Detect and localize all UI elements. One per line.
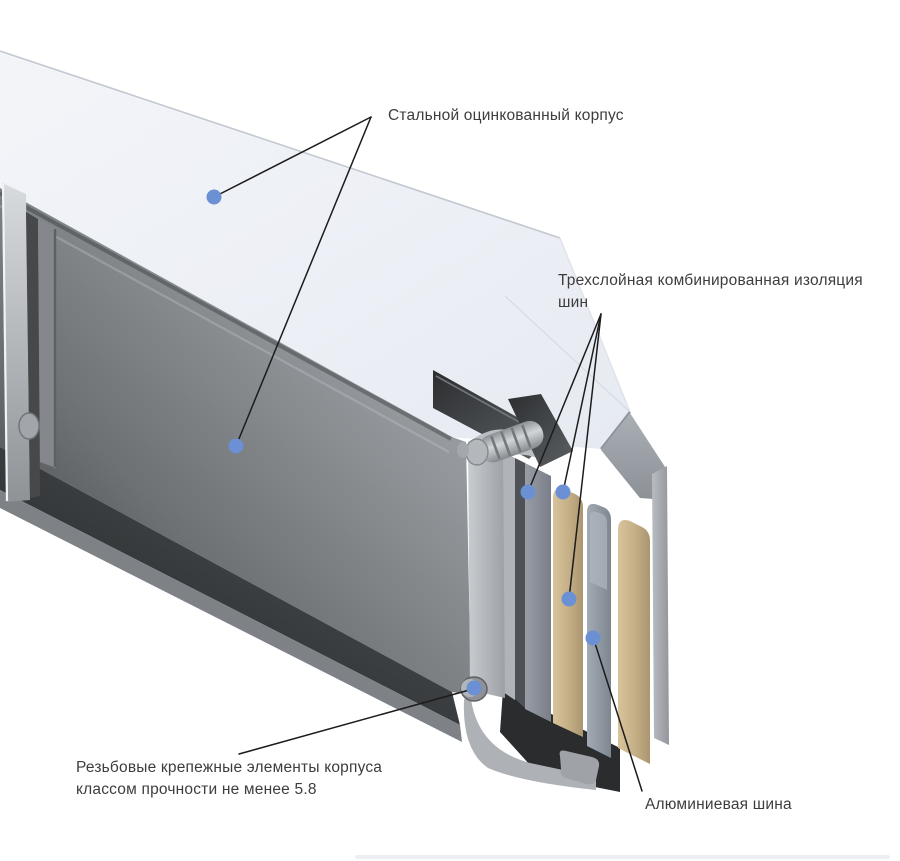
clamp-bolt-tip [457,442,469,458]
leader-busbar [593,639,643,792]
callout-dot-wall [228,438,244,454]
label-fasteners: Резьбовые крепежные элементы корпуса кла… [76,759,383,798]
housing-fold-bottom-curve [463,690,596,790]
end-frame-highlight [1,183,9,502]
section-light-plate [503,452,515,700]
aluminum-highlight [590,511,607,590]
bottom-artifact [355,855,890,859]
section-far-top-face [601,413,667,500]
cover-cut-edge [559,237,631,413]
section-far-wall [652,466,669,745]
housing-fold [468,441,505,698]
label-aluminum-busbar: Алюминиевая шина [645,796,792,813]
leader-fasteners [238,688,474,755]
cover-far-edge [0,50,561,239]
leader-housing-2 [235,116,372,447]
cross-section [433,370,669,792]
callout-lines [213,116,643,792]
section-shadow-gap [515,458,525,708]
callout-dot-busbar [585,630,601,646]
end-frame-bolt [18,412,40,440]
leader-insulation-2 [562,313,602,493]
wall-top-highlight [0,205,450,453]
insulation-layer-middle [553,489,583,737]
busway-bottom-flange [0,447,462,742]
label-steel-housing: Стальной оцинкованный корпус [388,107,624,124]
bottom-tab [559,750,600,785]
wall-top-shadow [0,191,452,441]
left-end-frame [1,183,57,502]
callout-dot-insulation-1 [520,484,536,500]
insulation-layer-rear [618,520,650,764]
callout-dots [206,189,601,696]
section-gray-plate [525,463,551,722]
leader-housing-1 [213,116,372,198]
callout-dot-fastener [466,680,482,696]
leader-insulation-1 [527,313,602,493]
leader-insulation-3 [568,313,602,600]
label-bus-insulation: Трехслойная комбинированная изоляция шин [558,272,863,311]
callout-dot-insulation-3 [561,591,577,607]
cover-flap-lip-edge [600,411,631,450]
cover-flap-crease [504,295,630,412]
callout-dot-insulation-2 [555,484,571,500]
callout-dot-cover [206,189,222,205]
clamp-bolt-head [465,438,489,466]
clamp-bolt [479,420,544,463]
